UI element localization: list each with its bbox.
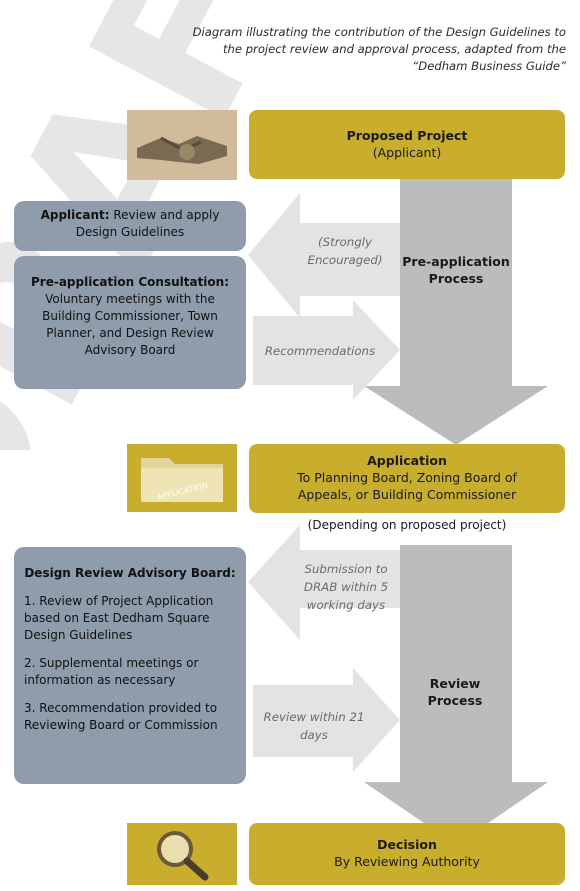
review-process-label: Review Process: [427, 676, 483, 708]
applicant-box: Applicant: Review and apply Design Guide…: [14, 201, 246, 251]
magnifier-icon: [127, 823, 237, 885]
preapp-process-label: Pre-application Process: [402, 254, 510, 286]
drab-title: Design Review Advisory Board:: [24, 566, 236, 580]
decision-text: By Reviewing Authority: [334, 854, 480, 869]
applicant-text: Review and apply Design Guidelines: [75, 208, 220, 239]
recommendations-label: Recommendations: [264, 344, 376, 358]
application-title: Application: [367, 453, 447, 468]
application-text: To Planning Board, Zoning Board of Appea…: [297, 470, 517, 502]
handshake-icon: [127, 110, 237, 180]
application-folder-icon: APPLICATION: [127, 444, 237, 512]
proposed-project-subtitle: (Applicant): [372, 145, 442, 160]
applicant-label: Applicant:: [40, 208, 110, 222]
strongly-encouraged-label: (Strongly Encouraged): [307, 235, 383, 267]
proposed-project-box: Proposed Project (Applicant): [249, 110, 565, 179]
left-arrow-strongly-encouraged: [248, 193, 400, 318]
depending-note: (Depending on proposed project): [307, 518, 507, 532]
application-box: Application To Planning Board, Zoning Bo…: [249, 444, 565, 513]
drab-item-3: 3. Recommendation provided to Reviewing …: [24, 701, 218, 732]
left-arrow-submission: [248, 525, 400, 640]
drab-item-1: 1. Review of Project Application based o…: [24, 594, 214, 642]
review-within-label: Review within 21 days: [263, 710, 365, 742]
decision-box: Decision By Reviewing Authority: [249, 823, 565, 885]
drab-item-2: 2. Supplemental meetings or information …: [24, 656, 199, 687]
preapp-consultation-box: Pre-application Consultation: Voluntary …: [14, 256, 246, 389]
preapp-down-arrow: [364, 150, 548, 445]
diagram-caption: Diagram illustrating the contribution of…: [192, 25, 566, 73]
submission-label: Submission to DRAB within 5 working days: [303, 562, 389, 612]
drab-box: Design Review Advisory Board: 1. Review …: [14, 547, 246, 784]
preapp-consultation-text: Voluntary meetings with the Building Com…: [42, 292, 218, 357]
right-arrow-review: [253, 668, 400, 772]
preapp-consultation-title: Pre-application Consultation:: [30, 275, 230, 289]
proposed-project-title: Proposed Project: [346, 128, 468, 143]
right-arrow-recommendations: [253, 300, 400, 400]
decision-title: Decision: [377, 837, 437, 852]
review-down-arrow: [364, 545, 548, 845]
